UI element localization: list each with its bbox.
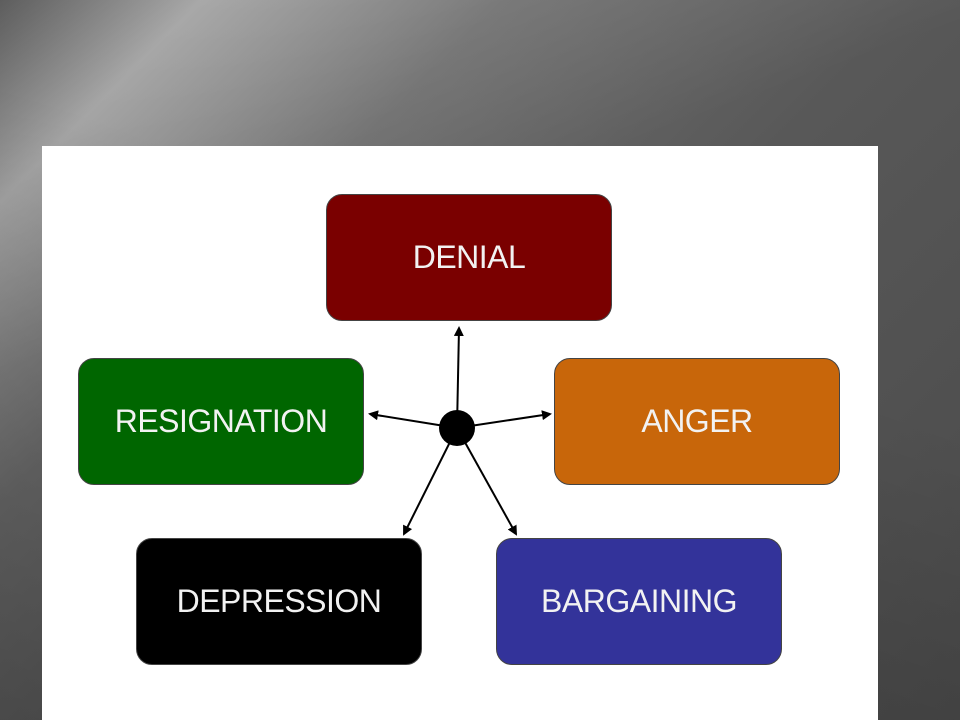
arrow-to-bargaining [456, 427, 517, 536]
arrow-to-depression [403, 427, 458, 536]
diagram-panel: DENIAL ANGER BARGAINING DEPRESSION RESIG… [42, 146, 878, 720]
stage-anger: ANGER [554, 358, 840, 485]
stage-bargaining: BARGAINING [496, 538, 782, 665]
stage-depression-label: DEPRESSION [176, 583, 382, 619]
connector-layer [368, 326, 552, 536]
center-hub [439, 410, 475, 446]
stage-anger-label: ANGER [641, 403, 753, 439]
stage-resignation: RESIGNATION [78, 358, 364, 485]
stage-denial-label: DENIAL [412, 239, 526, 275]
stage-denial: DENIAL [326, 194, 612, 321]
stage-resignation-label: RESIGNATION [114, 403, 328, 439]
stage-depression: DEPRESSION [136, 538, 422, 665]
stage-bargaining-label: BARGAINING [541, 583, 737, 619]
